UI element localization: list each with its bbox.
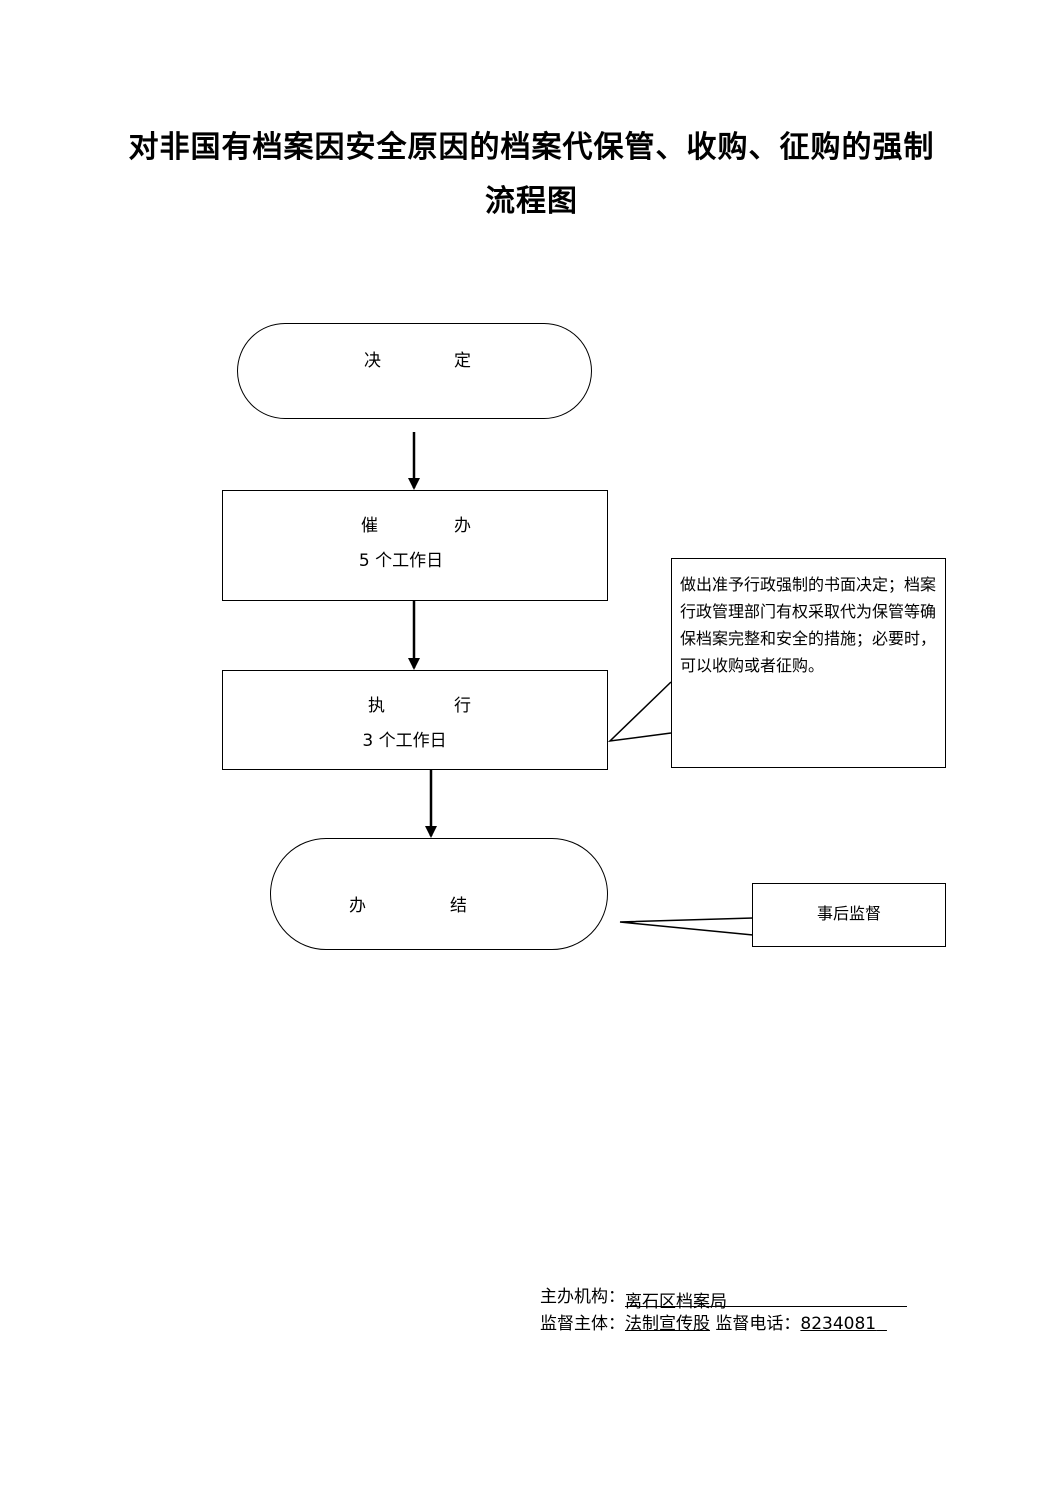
phone-value: 8234081 <box>800 1314 877 1334</box>
supervisor-value: 法制宣传股 <box>625 1314 710 1334</box>
execute-process-box: 执 行 3 个工作日 <box>222 670 608 770</box>
execute-label-right: 行 <box>454 696 471 716</box>
decide-label-right: 定 <box>454 351 471 371</box>
finish-callout-text: 事后监督 <box>816 904 881 923</box>
page-title-line-2: 流程图 <box>485 184 578 219</box>
execute-label-left: 执 <box>368 696 385 716</box>
callout-pointer-execute-note <box>607 681 672 743</box>
execute-duration: 3 个工作日 <box>362 731 447 751</box>
phone-label: 监督电话： <box>715 1314 801 1334</box>
finish-label-left: 办 <box>349 896 366 916</box>
execute-callout-text: 做出准予行政强制的书面决定；档案行政管理部门有权采取代为保管等确保档案完整和安全… <box>680 575 937 675</box>
urge-duration: 5 个工作日 <box>358 551 444 571</box>
urge-label-right: 办 <box>454 516 471 536</box>
finish-terminal: 办 结 <box>270 838 608 950</box>
supervisor-label: 监督主体： <box>540 1314 625 1334</box>
execute-callout-note: 做出准予行政强制的书面决定；档案行政管理部门有权采取代为保管等确保档案完整和安全… <box>671 558 946 768</box>
organizer-label: 主办机构： <box>540 1287 625 1307</box>
callout-pointer-finish-note <box>619 917 754 936</box>
decide-label-left: 决 <box>364 351 381 371</box>
organizer-value: 离石区档案局 <box>625 1292 727 1312</box>
finish-callout-note: 事后监督 <box>752 883 946 947</box>
footer-organizer: 主办机构：离石区档案局 <box>540 1282 907 1312</box>
page-title-line-1: 对非国有档案因安全原因的档案代保管、收购、征购的强制 <box>128 130 935 165</box>
footer-supervision: 监督主体：法制宣传股 监督电话：8234081 <box>540 1309 887 1334</box>
urge-label-left: 催 <box>361 516 378 536</box>
decide-terminal: 决 定 <box>237 323 592 419</box>
finish-label-right: 结 <box>450 896 467 916</box>
urge-process-box: 催 办 5 个工作日 <box>222 490 608 601</box>
